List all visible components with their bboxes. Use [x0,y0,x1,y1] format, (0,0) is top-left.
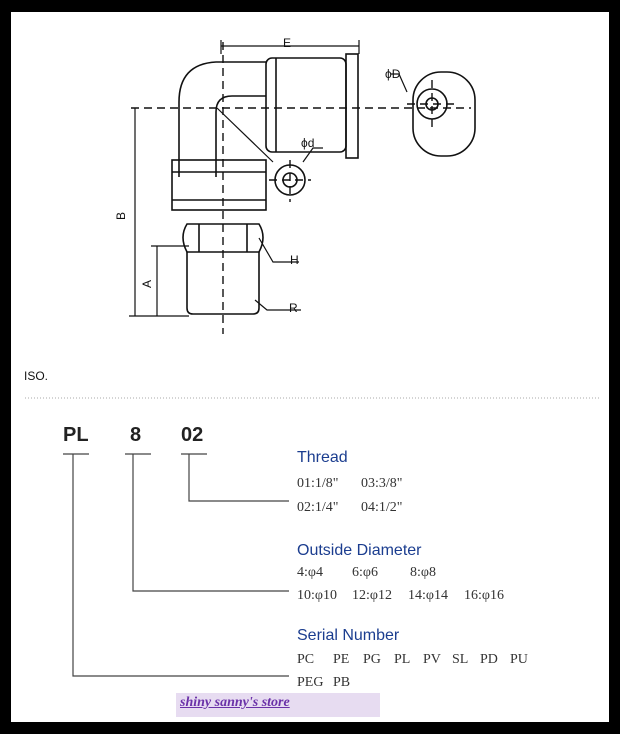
outside-diameter-option: 16:φ16 [464,588,504,603]
store-watermark: shiny sanny's store [176,693,380,717]
serial-number-option: PD [480,652,498,667]
thread-option: 01:1/8" [297,476,339,491]
outside-diameter-option: 8:φ8 [410,565,436,580]
code-leader-lines [63,453,289,677]
dimension-label-H: H [290,253,299,267]
code-series: PL [63,424,89,446]
serial-number-option: PU [510,652,528,667]
outside-diameter-option: 12:φ12 [352,588,392,603]
store-watermark-text: shiny sanny's store [180,695,290,710]
outside-diameter-option: 4:φ4 [297,565,323,580]
thread-option: 04:1/2" [361,500,403,515]
dimension-label-R: R [289,301,298,315]
serial-number-option: PB [333,675,351,690]
section-divider [25,397,601,399]
outside-diameter-option: 10:φ10 [297,588,337,603]
standard-note: ISO. [24,369,49,383]
outside-diameter-option: 6:φ6 [352,565,378,580]
dimension-label-E: E [283,36,292,50]
dimension-label-phi-d: ϕd [301,136,315,150]
thread-option: 03:3/8" [361,476,403,491]
serial-number-heading: Serial Number [297,627,400,644]
dimension-label-B: B [114,211,129,221]
outside-diameter-option: 14:φ14 [408,588,448,603]
serial-number-option: PG [363,652,381,667]
serial-number-option: PV [423,652,441,667]
serial-number-option: PEG [297,675,324,690]
serial-number-option: PL [394,652,411,667]
serial-number-option: PC [297,652,315,667]
thread-option: 02:1/4" [297,500,339,515]
code-size: 8 [130,424,142,446]
thread-heading: Thread [297,449,348,466]
code-thread: 02 [181,424,204,446]
dimension-label-A: A [140,279,155,289]
product-diagram-sheet: E B A H R ϕD ϕd ISO. PL 8 02 Thread 01:1… [11,12,609,722]
serial-number-option: PE [333,652,350,667]
outside-diameter-heading: Outside Diameter [297,542,422,559]
serial-number-option: SL [452,652,469,667]
dimension-label-phi-D: ϕD [385,67,401,81]
elbow-fitting-drawing [129,40,476,334]
